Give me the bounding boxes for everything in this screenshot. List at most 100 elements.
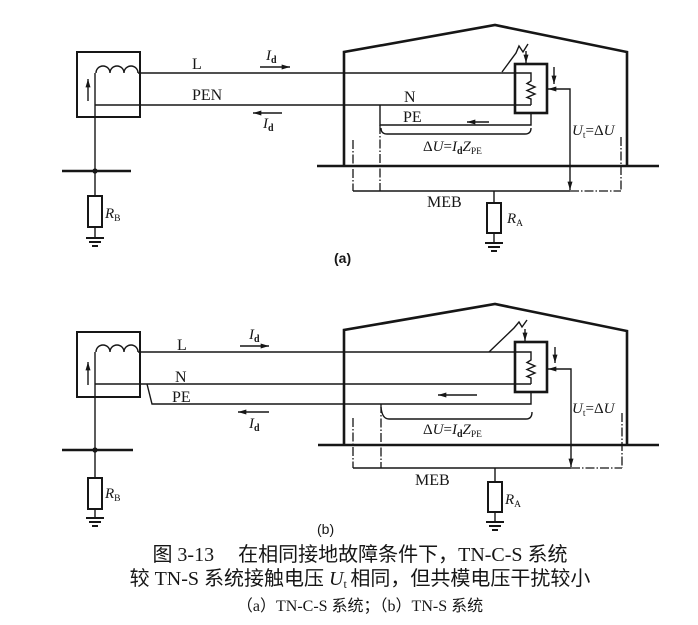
meb-label: MEB — [415, 472, 450, 489]
delta: Δ — [423, 422, 433, 438]
equipment-enclosure — [513, 62, 549, 115]
delta: Δ — [423, 139, 433, 155]
touch-voltage-lead — [547, 86, 573, 191]
fault-current-label: Id — [248, 416, 260, 434]
figure-caption-line-1: 图 3-13 在相同接地故障条件下，TN-C-S 系统 — [40, 543, 680, 567]
figure-subcaption: （a）TN-C-S 系统；（b）TN-S 系统 — [236, 598, 484, 615]
resistor-symbol: R — [506, 211, 516, 227]
voltage-drop-brace — [380, 406, 533, 420]
conductor-label-l: L — [177, 337, 187, 354]
rb-label: RB — [104, 206, 121, 224]
resistor-subscript: B — [114, 494, 120, 504]
current-subscript: d — [457, 146, 463, 157]
meb-label: MEB — [427, 194, 462, 211]
current-subscript: d — [457, 429, 463, 440]
current-symbol: I — [262, 116, 269, 132]
impedance-subscript: PE — [471, 430, 482, 440]
pe-conductor — [146, 383, 532, 405]
touch-voltage-label: Ut=ΔU — [572, 401, 616, 419]
equals: = — [585, 123, 593, 139]
touch-voltage-symbol: U — [572, 401, 584, 417]
voltage-symbol: U — [433, 422, 445, 438]
voltage-drop-formula: ΔU=IdZPE — [423, 422, 482, 440]
delta: Δ — [594, 123, 604, 139]
impedance-symbol: Z — [463, 422, 472, 438]
earth-icon — [485, 242, 503, 252]
ra-resistor — [487, 481, 503, 513]
panel-label-b: (b) — [317, 521, 334, 537]
current-symbol: I — [265, 48, 272, 64]
resistor-subscript: B — [114, 214, 120, 224]
resistor-symbol: R — [104, 206, 114, 222]
conductor-label-l: L — [192, 56, 202, 73]
transformer-box — [76, 51, 141, 118]
conductor-label-pen: PEN — [192, 87, 223, 104]
touch-voltage-subscript: t — [343, 577, 347, 591]
conductor-label-n: N — [404, 89, 416, 106]
conductor-label-pe: PE — [172, 389, 191, 406]
voltage-drop-brace — [380, 127, 532, 135]
rhs-symbol: U — [604, 123, 616, 139]
rhs-symbol: U — [604, 401, 616, 417]
conductor-label-n: N — [175, 369, 187, 386]
delta: Δ — [594, 401, 604, 417]
transformer-coil-icon — [95, 65, 139, 74]
building-outline — [342, 23, 629, 166]
touch-voltage-subscript: t — [583, 409, 586, 419]
touch-voltage-lead — [547, 366, 574, 467]
current-symbol: I — [451, 422, 458, 438]
ra-resistor — [486, 202, 502, 234]
touch-voltage-label: Ut=ΔU — [572, 123, 616, 141]
touch-voltage-subscript: t — [583, 131, 586, 141]
ra-label: RA — [504, 492, 521, 510]
voltage-drop-formula: ΔU=IdZPE — [423, 139, 482, 157]
conductor-label-pe: PE — [403, 109, 422, 126]
earth-icon — [86, 237, 104, 247]
caption-title-line-2-before: 较 TN-S 系统接触电压 — [129, 568, 325, 590]
building-outline — [342, 302, 629, 445]
caption-title-line-1: 在相同接地故障条件下，TN-C-S 系统 — [238, 544, 568, 566]
current-symbol: I — [248, 327, 255, 343]
current-subscript: d — [268, 123, 274, 134]
touch-voltage-symbol: U — [329, 568, 344, 590]
pe-conductor — [379, 105, 532, 126]
resistor-subscript: A — [514, 500, 521, 510]
rb-resistor — [87, 195, 103, 228]
rb-label: RB — [104, 486, 121, 504]
l-conductor — [138, 351, 537, 384]
voltage-symbol: U — [433, 139, 445, 155]
fault-current-label: Id — [262, 116, 274, 134]
panel-a: L PEN N PE Id Id ΔU=IdZPE Ut=ΔU MEB RA R… — [62, 23, 659, 266]
current-subscript: d — [254, 334, 260, 345]
impedance-subscript: PE — [471, 147, 482, 157]
earth-icon — [86, 517, 104, 527]
fault-current-label: Id — [248, 327, 260, 345]
current-subscript: d — [271, 55, 277, 66]
figure-number: 图 3-13 — [152, 544, 215, 566]
current-symbol: I — [451, 139, 458, 155]
fault-symbol-icon — [501, 43, 529, 73]
earth-icon — [486, 521, 504, 531]
equals: = — [444, 139, 452, 155]
current-subscript: d — [254, 423, 260, 434]
touch-voltage-symbol: U — [572, 123, 584, 139]
ra-label: RA — [506, 211, 523, 229]
fault-symbol-icon — [488, 319, 528, 353]
rb-resistor — [87, 477, 103, 510]
fault-current-label: Id — [265, 48, 277, 66]
panel-label-a: (a) — [334, 250, 351, 266]
impedance-symbol: Z — [463, 139, 472, 155]
equals: = — [585, 401, 593, 417]
l-conductor — [138, 72, 537, 105]
resistor-subscript: A — [516, 219, 523, 229]
resistor-symbol: R — [504, 492, 514, 508]
resistor-symbol: R — [104, 486, 114, 502]
panel-b: L N PE Id Id ΔU=IdZPE Ut=ΔU MEB RA RB (b… — [62, 302, 659, 537]
caption-title-line-2-after: 相同，但共模电压干扰较小 — [350, 568, 591, 590]
transformer-coil-icon — [95, 344, 139, 353]
equals: = — [444, 422, 452, 438]
transformer-box — [76, 331, 141, 398]
equipment-enclosure — [513, 340, 549, 394]
